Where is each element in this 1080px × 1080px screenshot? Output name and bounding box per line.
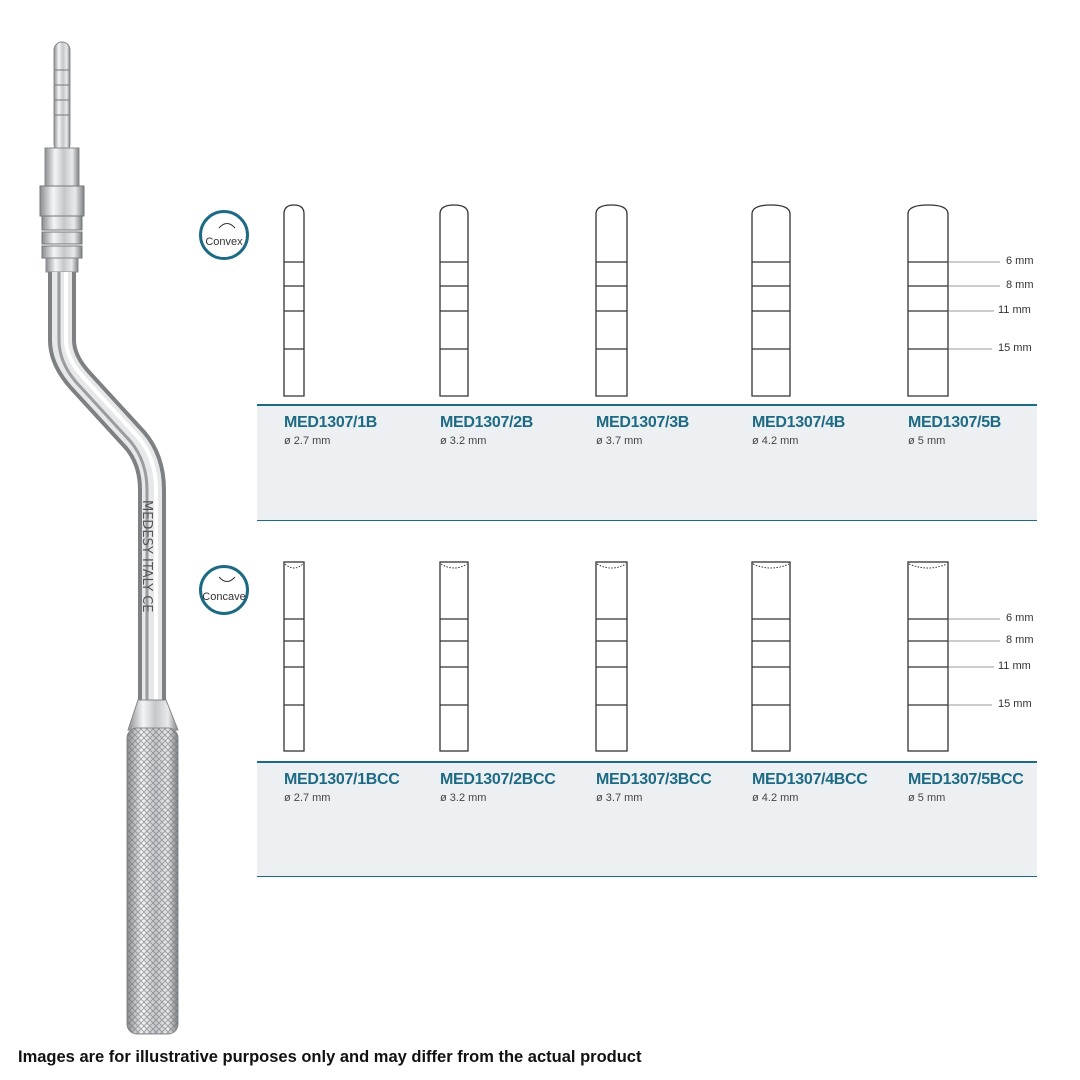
convex-product-code: MED1307/3B bbox=[596, 414, 690, 431]
depth-label: 8 mm bbox=[1006, 634, 1034, 646]
depth-label: 15 mm bbox=[998, 342, 1032, 354]
depth-label: 6 mm bbox=[1006, 612, 1034, 624]
concave-product-code: MED1307/4BCC bbox=[752, 771, 868, 788]
concave-tip-3 bbox=[595, 561, 628, 752]
depth-label: 11 mm bbox=[998, 660, 1031, 672]
concave-tip-2 bbox=[439, 561, 469, 752]
convex-diameter: ø 3.7 mm bbox=[596, 435, 643, 447]
convex-tip-3 bbox=[595, 204, 628, 397]
convex-diameter: ø 3.2 mm bbox=[440, 435, 487, 447]
concave-product-panel bbox=[257, 761, 1037, 877]
convex-tip-5 bbox=[907, 204, 949, 397]
convex-product-code: MED1307/4B bbox=[752, 414, 846, 431]
convex-diameter: ø 4.2 mm bbox=[752, 435, 799, 447]
convex-tip-1 bbox=[283, 204, 305, 397]
convex-tip-drawings bbox=[283, 204, 1000, 397]
concave-tip-5 bbox=[907, 561, 949, 752]
convex-diameter: ø 2.7 mm bbox=[284, 435, 331, 447]
convex-product-panel bbox=[257, 404, 1037, 521]
convex-product-code: MED1307/2B bbox=[440, 414, 534, 431]
concave-tip-4 bbox=[751, 561, 791, 752]
depth-label: 15 mm bbox=[998, 698, 1032, 710]
depth-label: 8 mm bbox=[1006, 279, 1034, 291]
concave-badge: Concave bbox=[199, 565, 249, 615]
concave-arc-icon bbox=[218, 576, 236, 582]
concave-diameter: ø 3.2 mm bbox=[440, 792, 487, 804]
disclaimer-footer: Images are for illustrative purposes onl… bbox=[18, 1048, 642, 1066]
concave-product-code: MED1307/3BCC bbox=[596, 771, 712, 788]
depth-label: 6 mm bbox=[1006, 255, 1034, 267]
concave-product-code: MED1307/2BCC bbox=[440, 771, 556, 788]
convex-tip-2 bbox=[439, 204, 469, 397]
concave-diameter: ø 5 mm bbox=[908, 792, 946, 804]
concave-badge-label: Concave bbox=[202, 591, 246, 603]
convex-badge-label: Convex bbox=[205, 236, 243, 248]
depth-label: 11 mm bbox=[998, 304, 1031, 316]
convex-badge: Convex bbox=[199, 210, 249, 260]
concave-tip-drawings bbox=[283, 561, 1000, 752]
concave-diameter: ø 3.7 mm bbox=[596, 792, 643, 804]
concave-tip-1 bbox=[283, 561, 305, 752]
convex-arc-icon bbox=[218, 223, 236, 229]
convex-product-code: MED1307/1B bbox=[284, 414, 378, 431]
concave-diameter: ø 4.2 mm bbox=[752, 792, 799, 804]
convex-product-code: MED1307/5B bbox=[908, 414, 1002, 431]
concave-diameter: ø 2.7 mm bbox=[284, 792, 331, 804]
convex-diameter: ø 5 mm bbox=[908, 435, 946, 447]
concave-product-code: MED1307/5BCC bbox=[908, 771, 1024, 788]
engraving-text: MEDESY ITALY CE bbox=[139, 500, 154, 613]
concave-product-code: MED1307/1BCC bbox=[284, 771, 400, 788]
convex-tip-4 bbox=[751, 204, 791, 397]
osteotome-instrument-image: MEDESY ITALY CE bbox=[39, 41, 179, 1035]
